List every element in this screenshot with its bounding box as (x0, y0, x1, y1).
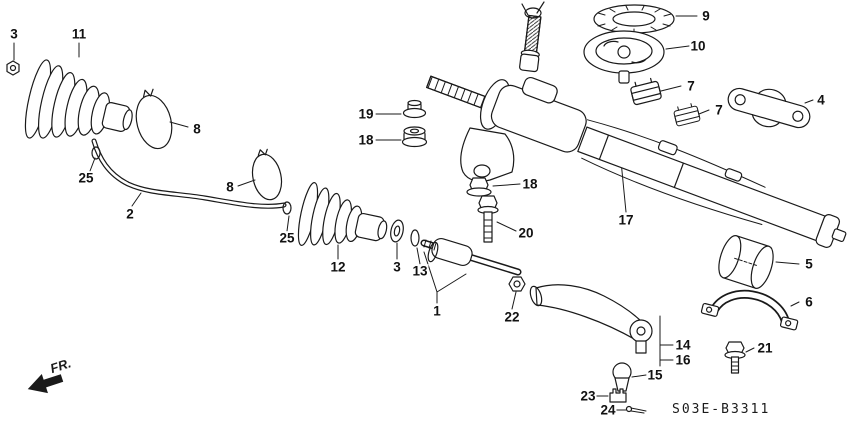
callout-17: 17 (617, 212, 635, 228)
callout-12: 12 (329, 259, 347, 275)
callout-14: 14 (674, 337, 692, 353)
fr-indicator: FR. (27, 355, 73, 394)
callout-4: 4 (816, 92, 826, 108)
pipe-clamp-right (282, 201, 292, 215)
flange-bolt-18 (466, 177, 492, 197)
tie-rod (420, 237, 522, 276)
callout-3a: 3 (9, 26, 19, 42)
rack-assembly (426, 75, 847, 248)
callout-1: 1 (432, 303, 442, 319)
boot-left (24, 59, 133, 139)
callout-15: 15 (646, 367, 664, 383)
bolt-20 (477, 195, 499, 243)
callout-16: 16 (674, 352, 692, 368)
callout-25b: 25 (278, 230, 296, 246)
boot-right (297, 182, 388, 246)
ring-13 (410, 229, 420, 247)
nut-22 (508, 276, 526, 292)
callout-5: 5 (804, 256, 814, 272)
input-shaft (519, 1, 545, 73)
leader-lines (13, 15, 814, 411)
bracket-lower (700, 289, 799, 331)
callout-25a: 25 (77, 170, 95, 186)
callout-10: 10 (689, 38, 707, 54)
callout-6: 6 (804, 294, 814, 310)
callout-18b: 18 (521, 176, 539, 192)
bushing-5 (718, 235, 774, 289)
callout-19: 19 (357, 106, 375, 122)
callout-8b: 8 (225, 179, 235, 195)
fr-label: FR. (48, 355, 73, 376)
bushing-18 (401, 126, 428, 148)
callout-22: 22 (503, 309, 521, 325)
callout-7a: 7 (686, 78, 696, 94)
callout-3b: 3 (392, 259, 402, 275)
nut-small (6, 60, 20, 76)
pipe-clamp-left (91, 146, 101, 160)
callout-21: 21 (756, 340, 774, 356)
callout-23: 23 (579, 388, 597, 404)
washer-3 (390, 219, 404, 243)
callout-8a: 8 (192, 121, 202, 137)
washer-19 (402, 99, 427, 119)
bracket-upper (727, 87, 811, 129)
mount-lug (460, 127, 515, 182)
ball-joint (612, 362, 632, 392)
fr-arrow-icon (27, 374, 64, 394)
bolt-21 (724, 341, 746, 374)
part-code: S03E-B3311 (672, 402, 770, 417)
callout-2: 2 (125, 206, 135, 222)
tie-rod-end (529, 284, 653, 354)
callout-24: 24 (599, 402, 617, 418)
callout-7b: 7 (714, 102, 724, 118)
boot-clip-left (135, 88, 173, 150)
callout-13: 13 (411, 263, 429, 279)
fluid-pipe (91, 138, 292, 215)
boot-clip-right (251, 148, 283, 201)
callout-20: 20 (517, 225, 535, 241)
cotter-pin (625, 405, 647, 414)
grommet (593, 4, 675, 34)
clamp-7a (630, 77, 662, 106)
clamp-7b (673, 103, 701, 127)
gear-box-mount (583, 30, 665, 84)
callout-9: 9 (701, 8, 711, 24)
callout-11: 11 (70, 26, 88, 42)
castle-nut (609, 388, 627, 403)
callout-18a: 18 (357, 132, 375, 148)
